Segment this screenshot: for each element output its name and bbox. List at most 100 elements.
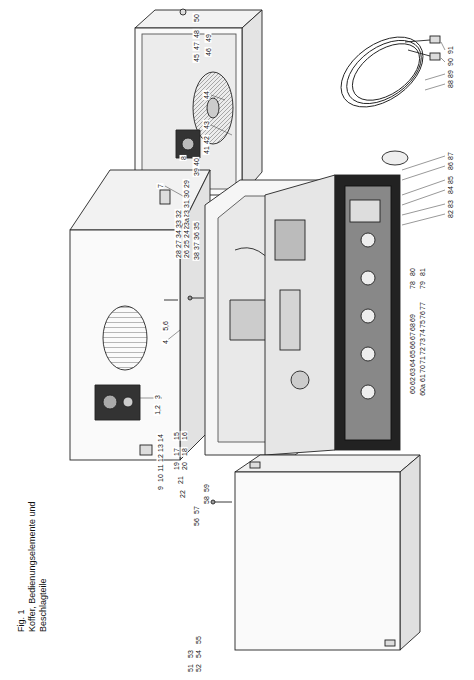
- callout-number: 25: [183, 239, 190, 249]
- callout-number: 70: [419, 364, 426, 374]
- figure-caption: Fig. 1Koffer, Bedienungselemente und Bes…: [16, 482, 49, 632]
- callout-number: 20: [181, 461, 188, 471]
- callout-number: 42: [203, 135, 210, 145]
- callout-number: 32: [175, 209, 182, 219]
- chassis: [265, 175, 400, 455]
- callout-number: 4: [162, 339, 169, 345]
- callout-number: 18: [181, 447, 188, 457]
- callout-number: 65: [409, 349, 416, 359]
- callout-number: 27: [175, 239, 182, 249]
- callout-number: 38: [193, 251, 200, 261]
- callout-number: 43: [203, 120, 210, 130]
- callout-number: 78: [409, 280, 416, 290]
- callout-number: 26: [183, 249, 190, 259]
- callout-number: 28: [175, 249, 182, 259]
- callout-number: 48: [193, 29, 200, 39]
- callout-number: 22: [179, 489, 186, 499]
- callout-number: 44: [203, 90, 210, 100]
- callout-number: 85: [447, 175, 454, 185]
- callout-number: 60: [409, 385, 416, 395]
- callout-number: 81: [419, 267, 426, 277]
- callout-number: 15: [173, 431, 180, 441]
- callout-number: 12: [157, 453, 164, 463]
- callout-number: 17: [173, 447, 180, 457]
- callout-number: 37: [193, 241, 200, 251]
- callout-number: 75: [419, 319, 426, 329]
- callout-number: 76: [419, 310, 426, 320]
- screws: [164, 296, 232, 504]
- callout-number: 40: [193, 157, 200, 167]
- callout-number: 68: [409, 322, 416, 332]
- callout-number: 10: [157, 473, 164, 483]
- callout-number: 19: [173, 461, 180, 471]
- callout-number: 39: [193, 167, 200, 177]
- callout-number: 67: [409, 331, 416, 341]
- case-half-right: [135, 9, 262, 195]
- callout-number: 31: [183, 199, 190, 209]
- callout-number: 62: [409, 376, 416, 386]
- callout-number: 71: [419, 355, 426, 365]
- callout-number: 55: [195, 635, 202, 645]
- callout-number: 50: [193, 13, 200, 23]
- callout-number: 30: [183, 189, 190, 199]
- callout-number: 8: [180, 155, 187, 161]
- callout-number: 5,6: [162, 320, 169, 332]
- callout-number: 86: [447, 161, 454, 171]
- callout-number: 69: [409, 313, 416, 323]
- callout-number: 60a: [419, 383, 426, 397]
- callout-number: 84: [447, 185, 454, 195]
- leader-lines: [140, 42, 445, 398]
- callout-number: 54: [195, 649, 202, 659]
- callout-number: 72: [419, 346, 426, 356]
- callout-number: 13: [157, 443, 164, 453]
- callout-number: 90: [447, 57, 454, 67]
- callout-number: 52: [195, 663, 202, 673]
- ring: [382, 151, 408, 165]
- callout-number: 57: [193, 505, 200, 515]
- callout-number: 79: [419, 280, 426, 290]
- callout-number: 88: [447, 79, 454, 89]
- callout-number: 7: [157, 183, 164, 189]
- caption-text: Koffer, Bedienungselemente und Beschlagt…: [27, 482, 49, 632]
- cable-coil: [328, 23, 440, 122]
- callout-number: 53: [187, 649, 194, 659]
- callout-number: 33: [175, 219, 182, 229]
- callout-number: 11: [157, 463, 164, 472]
- callout-number: 3: [154, 394, 161, 400]
- callout-number: 47: [193, 41, 200, 51]
- callout-number: 77: [419, 301, 426, 311]
- callout-number: 49: [205, 33, 212, 43]
- callout-number: 1,2: [154, 404, 161, 416]
- callout-number: 91: [447, 45, 454, 55]
- callout-number: 51: [187, 663, 194, 673]
- callout-number: 36: [193, 231, 200, 241]
- callout-number: 82: [447, 209, 454, 219]
- callout-number: 45: [193, 53, 200, 63]
- callout-number: 29: [183, 179, 190, 189]
- callout-number: 58: [203, 495, 210, 505]
- callout-number: 56: [193, 517, 200, 527]
- callout-number: 83: [447, 199, 454, 209]
- callout-number: 16: [181, 431, 188, 441]
- callout-number: 35: [193, 221, 200, 231]
- callout-number: 74: [419, 328, 426, 338]
- callout-number: 41: [203, 145, 210, 155]
- callout-number: 66: [409, 340, 416, 350]
- callout-number: 14: [157, 433, 164, 443]
- callout-number: 46: [205, 47, 212, 57]
- callout-number: 87: [447, 151, 454, 161]
- callout-number: 89: [447, 69, 454, 79]
- callout-number: 9: [157, 485, 164, 491]
- callout-number: 59: [203, 483, 210, 493]
- case-half-left: [70, 170, 210, 460]
- callout-number: 80: [409, 267, 416, 277]
- callout-number: 63: [409, 367, 416, 377]
- figure-title: Fig. 1: [16, 482, 27, 632]
- callout-number: 21: [177, 475, 184, 485]
- callout-number: 61: [419, 373, 426, 383]
- callout-number: 34: [175, 229, 182, 239]
- callout-number: 73: [419, 337, 426, 347]
- callout-number: 24: [183, 229, 190, 239]
- lid: [235, 455, 420, 650]
